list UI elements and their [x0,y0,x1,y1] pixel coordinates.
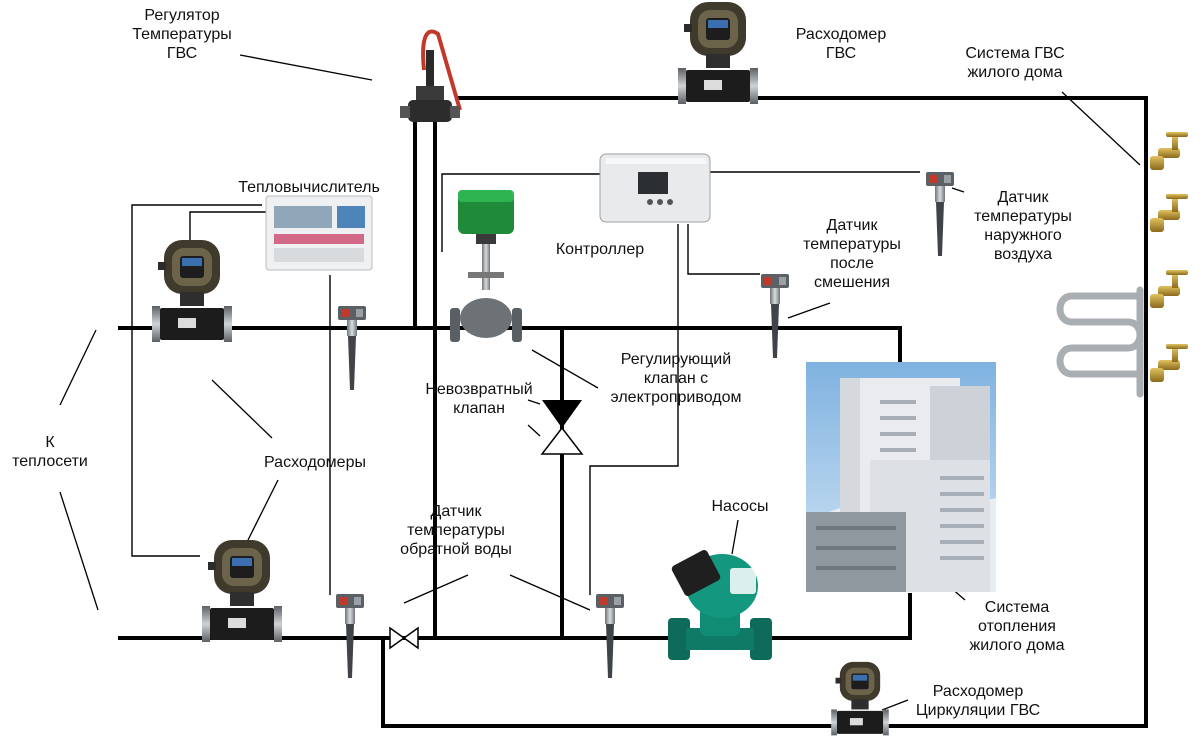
leader-lines [59,54,1141,711]
heat-calculator-label: Тепловычислитель [238,179,380,196]
residential-building-image [806,362,996,592]
control-valve-label: Регулирующий клапан с электроприводом [610,351,742,406]
dhw-flowmeter [678,2,758,104]
dhw-system-label: Система ГВС жилого дома [965,45,1065,81]
faucet-icon [1150,270,1188,308]
controller-label: Контроллер [555,241,645,258]
check-valve-label: Невозвратный клапан [425,381,533,417]
faucet-icon [1150,344,1188,382]
towel-rail-icon [1056,286,1144,398]
outdoor-sensor-label: Датчик температуры наружного воздуха [974,189,1072,263]
flowmeters-label: Расходомеры [264,454,366,471]
supply-flowmeter [152,240,232,342]
supply-temperature-sensor [338,306,366,390]
signal-wires [131,171,920,595]
control-valve-with-actuator [450,190,522,342]
faucet-icon [1150,194,1188,232]
circ-flowmeter-label: Расходомер Циркуляции ГВС [915,683,1041,719]
check-valve [540,400,584,455]
heat-calculator [265,195,373,271]
return-flowmeter [202,540,282,642]
to-network-label: К теплосети [12,434,88,470]
gate-valve [389,626,419,650]
mix-sensor-label: Датчик температуры после смешения [803,217,901,291]
circulation-pump [668,550,772,660]
outdoor-temperature-sensor [926,172,954,256]
mix-temperature-sensor [761,274,789,358]
circulation-flowmeter [831,661,889,736]
dhw-temperature-regulator [400,29,462,122]
dhw-regulator-label: Регулятор Температуры ГВС [132,7,232,62]
pumps-label: Насосы [711,498,769,515]
heating-system-label: Система отопления жилого дома [969,599,1065,654]
dhw-flowmeter-label: Расходомер ГВС [795,26,887,62]
faucet-icon [1150,132,1188,170]
controller-unit [599,153,711,223]
return-sensor-label: Датчик температуры обратной воды [400,503,512,558]
